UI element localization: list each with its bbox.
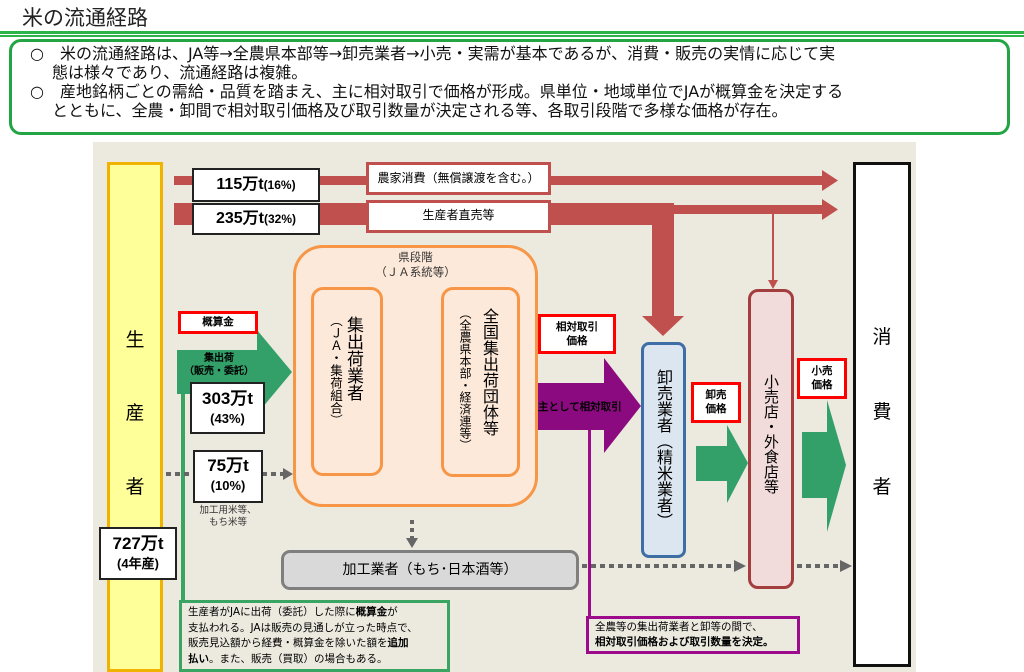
price-label-1: 相対取引	[556, 321, 598, 333]
summary-line-2: 態は様々であり、流通経路は複雑。	[52, 63, 308, 82]
prefecture-stage-title: 県段階 （ＪＡ系統等）	[296, 250, 535, 280]
national-main: 全国集出荷団体等	[480, 308, 499, 436]
collector-main: 集出荷業者	[343, 316, 363, 401]
shipment-label-1: 集出荷	[204, 353, 234, 364]
note-text: 全農等の集出荷業者と卸等の間で、	[595, 621, 763, 633]
consumer-char: 者	[872, 476, 892, 498]
qty-pct: (16%)	[263, 178, 296, 192]
direct-sales-qty: 235万t(32%)	[192, 203, 320, 235]
total-qty: 727万t	[112, 534, 164, 553]
national-sub: （全農県本部・経済連等）	[458, 307, 472, 451]
summary-box: ○ 米の流通経路は、JA等→全農県本部等→卸売業者→小売・実需が基本であるが、消…	[9, 39, 1010, 135]
pref-title-2: （ＪＡ系統等）	[375, 265, 456, 279]
qty-value: 235万t	[215, 210, 264, 227]
collector-sub: （ＪＡ・集荷組合）	[328, 314, 343, 427]
producer-char: 生	[125, 329, 145, 351]
relative-trade-label: 主として相対取引	[538, 401, 622, 413]
price-label-2: 価格	[705, 403, 727, 415]
processing-note-1: 加工用米等、	[199, 505, 257, 516]
note-bold: 追加	[387, 637, 409, 649]
title-rule-secondary	[0, 35, 1024, 37]
processing-arrowhead	[283, 468, 293, 480]
price-label-2: 価格	[811, 379, 833, 391]
total-production-box: 727万t (4年産)	[99, 527, 177, 580]
relative-trade-line	[588, 430, 591, 616]
summary-line-4: とともに、全農・卸間で相対取引価格及び取引数量が決定される等、各取引段階で多様な…	[52, 101, 788, 120]
advance-payment-price-box: 概算金	[178, 311, 258, 334]
direct-to-wholesaler-arrow	[642, 214, 684, 336]
wholesale-price-box: 卸売 価格	[691, 382, 741, 423]
national-org-box: 全国集出荷団体等 （全農県本部・経済連等）	[441, 287, 520, 477]
note-text: 販売見込額から経費・概算金を除いた額を	[188, 637, 388, 649]
pref-title-1: 県段階	[398, 250, 433, 264]
farm-consumption-qty: 115万t(16%)	[192, 168, 320, 202]
summary-line-3: ○ 産地銘柄ごとの需給・品質を踏まえ、主に相対取引で価格が形成。県単位・地域単位…	[30, 82, 844, 101]
qty-value: 115万t	[216, 176, 264, 193]
price-label-2: 価格	[566, 335, 588, 347]
retail-arrow	[802, 400, 846, 532]
qty-value: 75万t	[207, 456, 249, 475]
relative-trade-note: 全農等の集出荷業者と卸等の間で、 相対取引価格および取引数量を決定。	[586, 616, 800, 654]
note-bold: 相対取引価格および取引数量を決定。	[595, 636, 774, 648]
note-bold: 概算金	[355, 606, 388, 618]
direct-to-retailer-arrow	[768, 214, 778, 289]
page-title: 米の流通経路	[22, 6, 148, 30]
retailer-box: 小売店・外食店等	[748, 289, 794, 589]
consumer-char: 消	[872, 326, 892, 348]
qty-pct: (32%)	[264, 212, 297, 226]
note-bold: 払い	[188, 652, 209, 665]
shipment-label: 集出荷 （販売・委託）	[181, 352, 257, 378]
note-text: が	[387, 606, 398, 618]
price-label-1: 卸売	[705, 389, 727, 401]
collector-box: 集出荷業者 （ＪＡ・集荷組合）	[311, 287, 383, 476]
processing-note: 加工用米等、 もち米等	[190, 505, 266, 529]
processing-qty-box: 75万t (10%)	[193, 450, 263, 503]
wholesaler-box: 卸売業者（精米業者）	[641, 342, 686, 558]
wholesaler-label: 卸売業者（精米業者）	[654, 369, 673, 529]
qty-value: 303万t	[201, 389, 254, 408]
retailer-label: 小売店・外食店等	[762, 374, 780, 494]
price-label-1: 小売	[811, 365, 833, 377]
wholesale-arrow	[696, 425, 748, 503]
note-text: 生産者がJAに出荷（委託）した際に	[188, 606, 356, 618]
advance-payment-line	[181, 394, 185, 600]
consumer-box: 消 費 者	[853, 162, 911, 667]
summary-line-1: ○ 米の流通経路は、JA等→全農県本部等→卸売業者→小売・実需が基本であるが、消…	[30, 44, 836, 63]
processor-box: 加工業者（もち･日本酒等）	[281, 550, 579, 590]
qty-pct: (43%)	[210, 411, 245, 426]
relative-trade-arrow	[535, 358, 641, 453]
total-year: (4年産)	[117, 556, 159, 571]
note-text: 。また、販売（買取）の場合もある。	[209, 652, 388, 665]
direct-sales-label: 生産者直売等	[366, 200, 551, 233]
farm-consumption-label: 農家消費（無償譲渡を含む。）	[366, 162, 551, 195]
relative-price-box: 相対取引 価格	[538, 314, 616, 354]
producer-char: 産	[125, 402, 145, 424]
shipment-label-2: （販売・委託）	[184, 366, 254, 377]
producer-char: 者	[125, 476, 145, 498]
producer-box: 生 産 者	[107, 162, 163, 672]
consumer-char: 費	[872, 401, 892, 423]
title-rule	[0, 31, 1024, 34]
processing-note-2: もち米等	[208, 517, 247, 528]
retail-price-box: 小売 価格	[797, 358, 847, 399]
shipment-qty-box: 303万t (43%)	[190, 382, 265, 434]
qty-pct: (10%)	[210, 478, 246, 493]
advance-payment-note: 生産者がJAに出荷（委託）した際に概算金が 支払われる。JAは販売の見通しが立っ…	[179, 600, 450, 672]
note-text: 支払われる。JAは販売の見通しが立った時点で、	[188, 621, 418, 634]
